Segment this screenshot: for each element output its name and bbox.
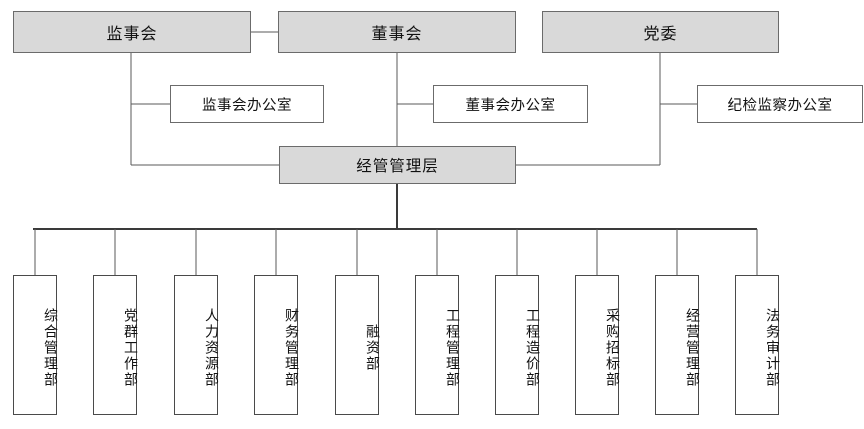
org-node-human-resources[interactable]: 人力资源部 bbox=[174, 275, 218, 415]
org-node-party-committee[interactable]: 党委 bbox=[542, 11, 779, 53]
org-node-procurement-bidding[interactable]: 采购招标部 bbox=[575, 275, 619, 415]
org-node-supervisory-board-office[interactable]: 监事会办公室 bbox=[170, 85, 324, 123]
org-node-party-mass-work[interactable]: 党群工作部 bbox=[93, 275, 137, 415]
org-node-board-of-directors-office[interactable]: 董事会办公室 bbox=[433, 85, 588, 123]
org-node-business-management[interactable]: 经营管理部 bbox=[655, 275, 699, 415]
org-node-general-management[interactable]: 综合管理部 bbox=[13, 275, 57, 415]
org-node-engineering-cost[interactable]: 工程造价部 bbox=[495, 275, 539, 415]
org-node-engineering-management[interactable]: 工程管理部 bbox=[415, 275, 459, 415]
org-node-legal-audit[interactable]: 法务审计部 bbox=[735, 275, 779, 415]
org-node-discipline-inspection-office[interactable]: 纪检监察办公室 bbox=[697, 85, 863, 123]
org-node-supervisory-board[interactable]: 监事会 bbox=[13, 11, 251, 53]
org-node-board-of-directors[interactable]: 董事会 bbox=[278, 11, 516, 53]
org-node-financing[interactable]: 融资部 bbox=[335, 275, 379, 415]
org-node-management-layer[interactable]: 经管管理层 bbox=[279, 146, 516, 184]
org-node-financial-management[interactable]: 财务管理部 bbox=[254, 275, 298, 415]
